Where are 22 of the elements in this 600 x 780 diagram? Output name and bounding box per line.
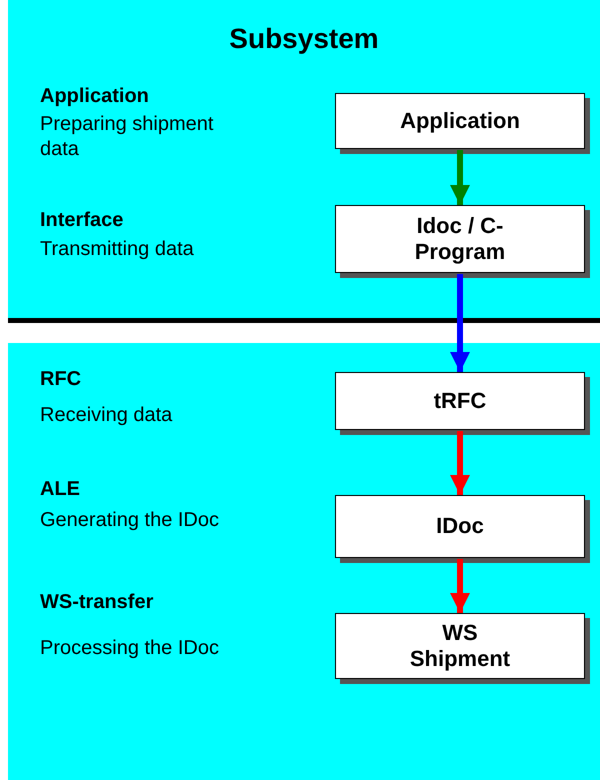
arrow bbox=[450, 274, 470, 372]
box-label: Idoc / C-Program bbox=[414, 212, 506, 266]
step-description: Preparing shipment data bbox=[40, 112, 214, 162]
step-name: RFC bbox=[40, 367, 82, 392]
box-label: Application bbox=[400, 108, 520, 134]
step-name: Application bbox=[40, 84, 150, 109]
arrow bbox=[450, 431, 470, 495]
arrow bbox=[450, 150, 470, 205]
step-name: WS-transfer bbox=[40, 590, 154, 615]
step-description: Generating the IDoc bbox=[40, 508, 220, 533]
box-label: WS Shipment bbox=[408, 620, 512, 672]
step-description: Transmitting data bbox=[40, 237, 195, 262]
box-label: tRFC bbox=[434, 388, 486, 414]
step-name: Interface bbox=[40, 208, 124, 233]
arrow bbox=[450, 559, 470, 613]
group-band bbox=[8, 343, 600, 780]
band-title: Subsystem bbox=[228, 22, 380, 56]
box-label: IDoc bbox=[436, 513, 484, 540]
step-description: Receiving data bbox=[40, 403, 174, 428]
group-band bbox=[8, 0, 600, 323]
step-description: Processing the IDoc bbox=[40, 636, 220, 661]
step-name: ALE bbox=[40, 477, 81, 502]
